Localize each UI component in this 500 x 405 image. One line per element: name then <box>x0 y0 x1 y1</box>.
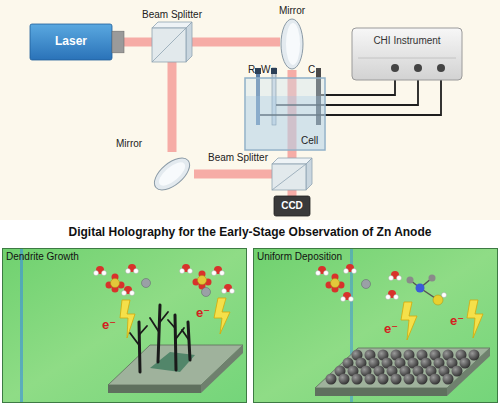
electrochemical-cell: Cell <box>245 78 325 150</box>
result-panel: Dendrite Growth <box>2 248 247 403</box>
beam-splitter: Beam Splitter <box>272 158 312 190</box>
laser-beam <box>168 62 177 152</box>
laser-beam <box>288 150 297 158</box>
beam-splitter-shape <box>272 158 312 190</box>
electrode-label: R <box>248 64 255 76</box>
laser-beam <box>192 38 280 47</box>
electron-label: e⁻ <box>102 318 116 333</box>
node-label: Cell <box>301 135 318 147</box>
electron-label: e⁻ <box>196 306 210 321</box>
node-label: CHI Instrument <box>373 35 440 47</box>
mirror: Mirror <box>280 18 304 70</box>
ions-right <box>316 264 447 305</box>
electron-label: e⁻ <box>384 322 398 337</box>
electrode-label: C <box>308 64 315 76</box>
result-panel-shape <box>2 248 247 403</box>
node-label: CCD <box>281 200 303 212</box>
figure-title: Digital Holography for the Early-Stage O… <box>0 226 500 240</box>
zn-deposit <box>326 350 480 385</box>
node-label: Uniform Deposition <box>257 251 342 263</box>
lightning <box>120 298 483 340</box>
node-label: Mirror <box>116 138 142 150</box>
node-label: Mirror <box>279 5 305 17</box>
uniform-slab <box>315 348 490 396</box>
electrode-wire <box>325 80 441 115</box>
laser-beam <box>194 170 272 179</box>
electron-label: e⁻ <box>450 314 464 329</box>
node-label: Beam Splitter <box>142 9 202 21</box>
potentiostat: CHI Instrument <box>352 28 462 80</box>
mirror-shape <box>280 18 304 70</box>
ions-left <box>94 264 235 297</box>
mirror-shape <box>150 152 194 196</box>
laser-beam <box>124 38 152 47</box>
ccd-camera: CCD <box>274 196 310 216</box>
electrode-label: W <box>261 64 270 76</box>
setup-background <box>0 0 500 220</box>
dendrites <box>130 305 190 372</box>
beam-splitter-shape <box>152 22 192 62</box>
mirror: Mirror <box>150 152 194 196</box>
laser-beam <box>288 190 297 196</box>
node-label: Dendrite Growth <box>6 251 79 263</box>
beam-splitter: Beam Splitter <box>152 22 192 62</box>
node-label: Laser <box>55 35 87 49</box>
node-label: Beam Splitter <box>208 152 268 164</box>
laser-source: Laser <box>30 24 124 60</box>
panel-ground <box>2 248 498 403</box>
laser-beam <box>288 70 297 78</box>
